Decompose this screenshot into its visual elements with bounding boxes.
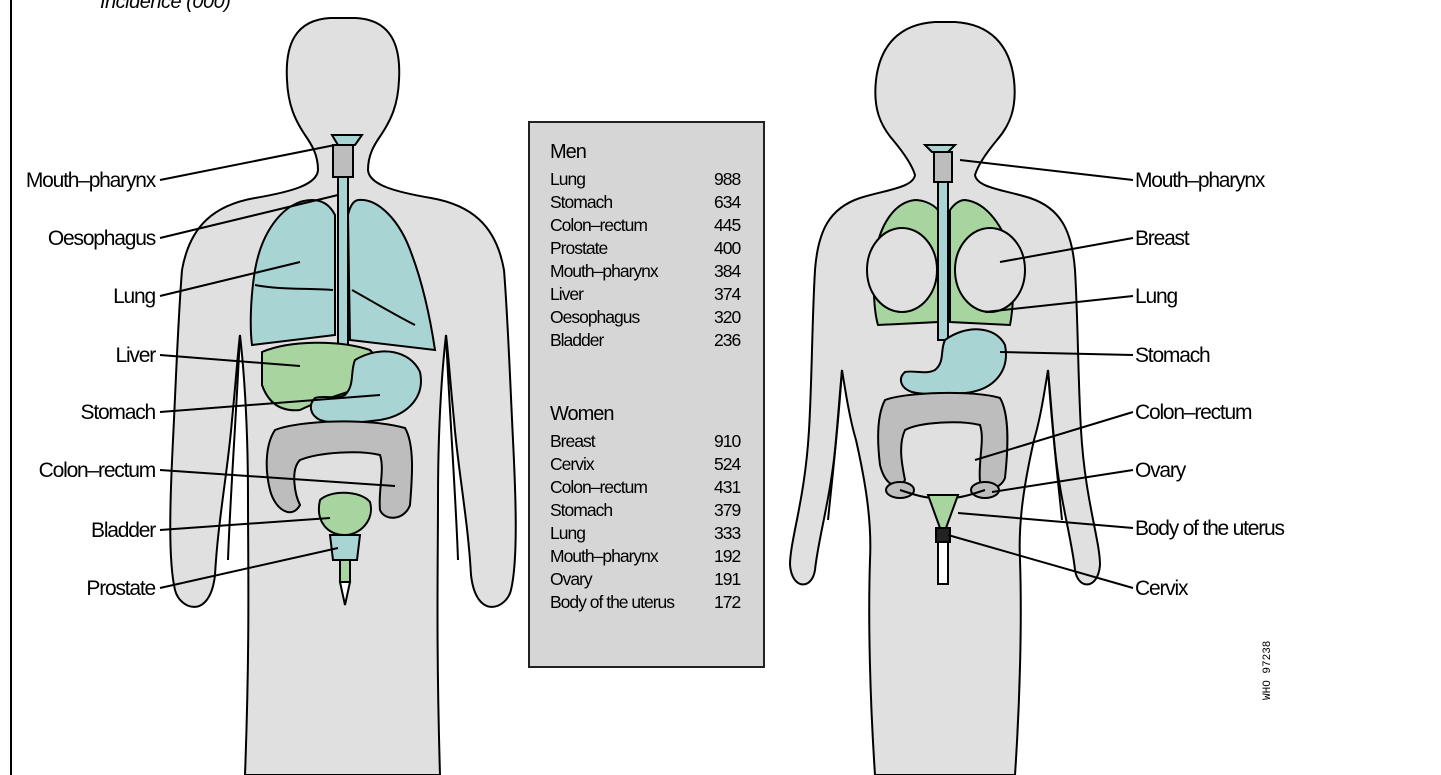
women-table-row: Lung 333 — [550, 523, 750, 545]
male-figure — [170, 18, 516, 775]
site-name: Stomach — [550, 192, 612, 213]
women-heading: Women — [550, 403, 614, 426]
female-label: Stomach — [1135, 344, 1210, 367]
male-labels: Mouth–pharynxOesophagusLungLiverStomachC… — [26, 169, 157, 600]
female-breast-left — [955, 228, 1025, 312]
site-name: Prostate — [550, 238, 607, 259]
men-table-row: Mouth–pharynx 384 — [550, 261, 750, 283]
men-table-row: Stomach 634 — [550, 192, 750, 214]
incidence-value: 431 — [714, 477, 750, 498]
site-name: Cervix — [550, 454, 594, 475]
female-label: Breast — [1135, 227, 1190, 250]
site-name: Mouth–pharynx — [550, 546, 658, 567]
male-label: Lung — [113, 285, 155, 308]
site-name: Ovary — [550, 569, 592, 590]
site-name: Lung — [550, 523, 585, 544]
incidence-value: 384 — [714, 261, 750, 282]
female-label: Lung — [1135, 285, 1177, 308]
male-label: Stomach — [81, 401, 156, 424]
female-labels: Mouth–pharynxBreastLungStomachColon–rect… — [1135, 169, 1285, 600]
site-name: Lung — [550, 169, 585, 190]
incidence-value: 172 — [714, 592, 750, 613]
site-name: Oesophagus — [550, 307, 639, 328]
incidence-value: 320 — [714, 307, 750, 328]
male-label: Oesophagus — [48, 227, 156, 250]
male-label: Bladder — [91, 519, 156, 542]
female-oesophagus — [938, 182, 948, 340]
female-label: Mouth–pharynx — [1135, 169, 1266, 192]
men-table-row: Liver 374 — [550, 284, 750, 306]
female-label: Ovary — [1135, 459, 1187, 482]
site-name: Colon–rectum — [550, 215, 647, 236]
site-name: Bladder — [550, 330, 603, 351]
incidence-value: 191 — [714, 569, 750, 590]
site-name: Liver — [550, 284, 583, 305]
male-urethra — [340, 560, 350, 582]
incidence-value: 910 — [714, 431, 750, 452]
site-name: Body of the uterus — [550, 592, 674, 613]
men-table-row: Prostate 400 — [550, 238, 750, 260]
female-label: Cervix — [1135, 577, 1189, 600]
site-name: Breast — [550, 431, 595, 452]
women-table-row: Ovary 191 — [550, 569, 750, 591]
women-table-row: Stomach 379 — [550, 500, 750, 522]
men-heading: Men — [550, 141, 586, 164]
female-label: Body of the uterus — [1135, 517, 1285, 540]
male-bladder — [319, 493, 371, 535]
women-table-row: Body of the uterus 172 — [550, 592, 750, 614]
incidence-value: 236 — [714, 330, 750, 351]
men-table-row: Oesophagus 320 — [550, 307, 750, 329]
male-label: Mouth–pharynx — [26, 169, 157, 192]
men-table-row: Colon–rectum 445 — [550, 215, 750, 237]
male-prostate — [330, 535, 360, 560]
incidence-value: 192 — [714, 546, 750, 567]
women-table-row: Breast 910 — [550, 431, 750, 453]
incidence-value: 988 — [714, 169, 750, 190]
incidence-value: 634 — [714, 192, 750, 213]
male-label: Liver — [115, 344, 156, 367]
women-table-row: Cervix 524 — [550, 454, 750, 476]
male-label: Prostate — [86, 577, 155, 600]
incidence-value: 333 — [714, 523, 750, 544]
incidence-value: 400 — [714, 238, 750, 259]
men-table-row: Bladder 236 — [550, 330, 750, 352]
incidence-value: 445 — [714, 215, 750, 236]
female-label: Colon–rectum — [1135, 401, 1252, 424]
male-label: Colon–rectum — [39, 459, 156, 482]
site-name: Stomach — [550, 500, 612, 521]
female-vagina — [938, 542, 948, 584]
women-table-row: Mouth–pharynx 192 — [550, 546, 750, 568]
site-name: Colon–rectum — [550, 477, 647, 498]
incidence-value: 524 — [714, 454, 750, 475]
men-table-row: Lung 988 — [550, 169, 750, 191]
female-figure — [790, 22, 1100, 775]
incidence-value: 374 — [714, 284, 750, 305]
female-larynx — [934, 152, 952, 182]
women-table-row: Colon–rectum 431 — [550, 477, 750, 499]
figure-code: WHO 97238 — [1262, 640, 1276, 700]
female-breast-right — [867, 228, 937, 312]
site-name: Mouth–pharynx — [550, 261, 658, 282]
female-cervix — [936, 528, 950, 542]
incidence-value: 379 — [714, 500, 750, 521]
male-larynx — [333, 145, 353, 177]
